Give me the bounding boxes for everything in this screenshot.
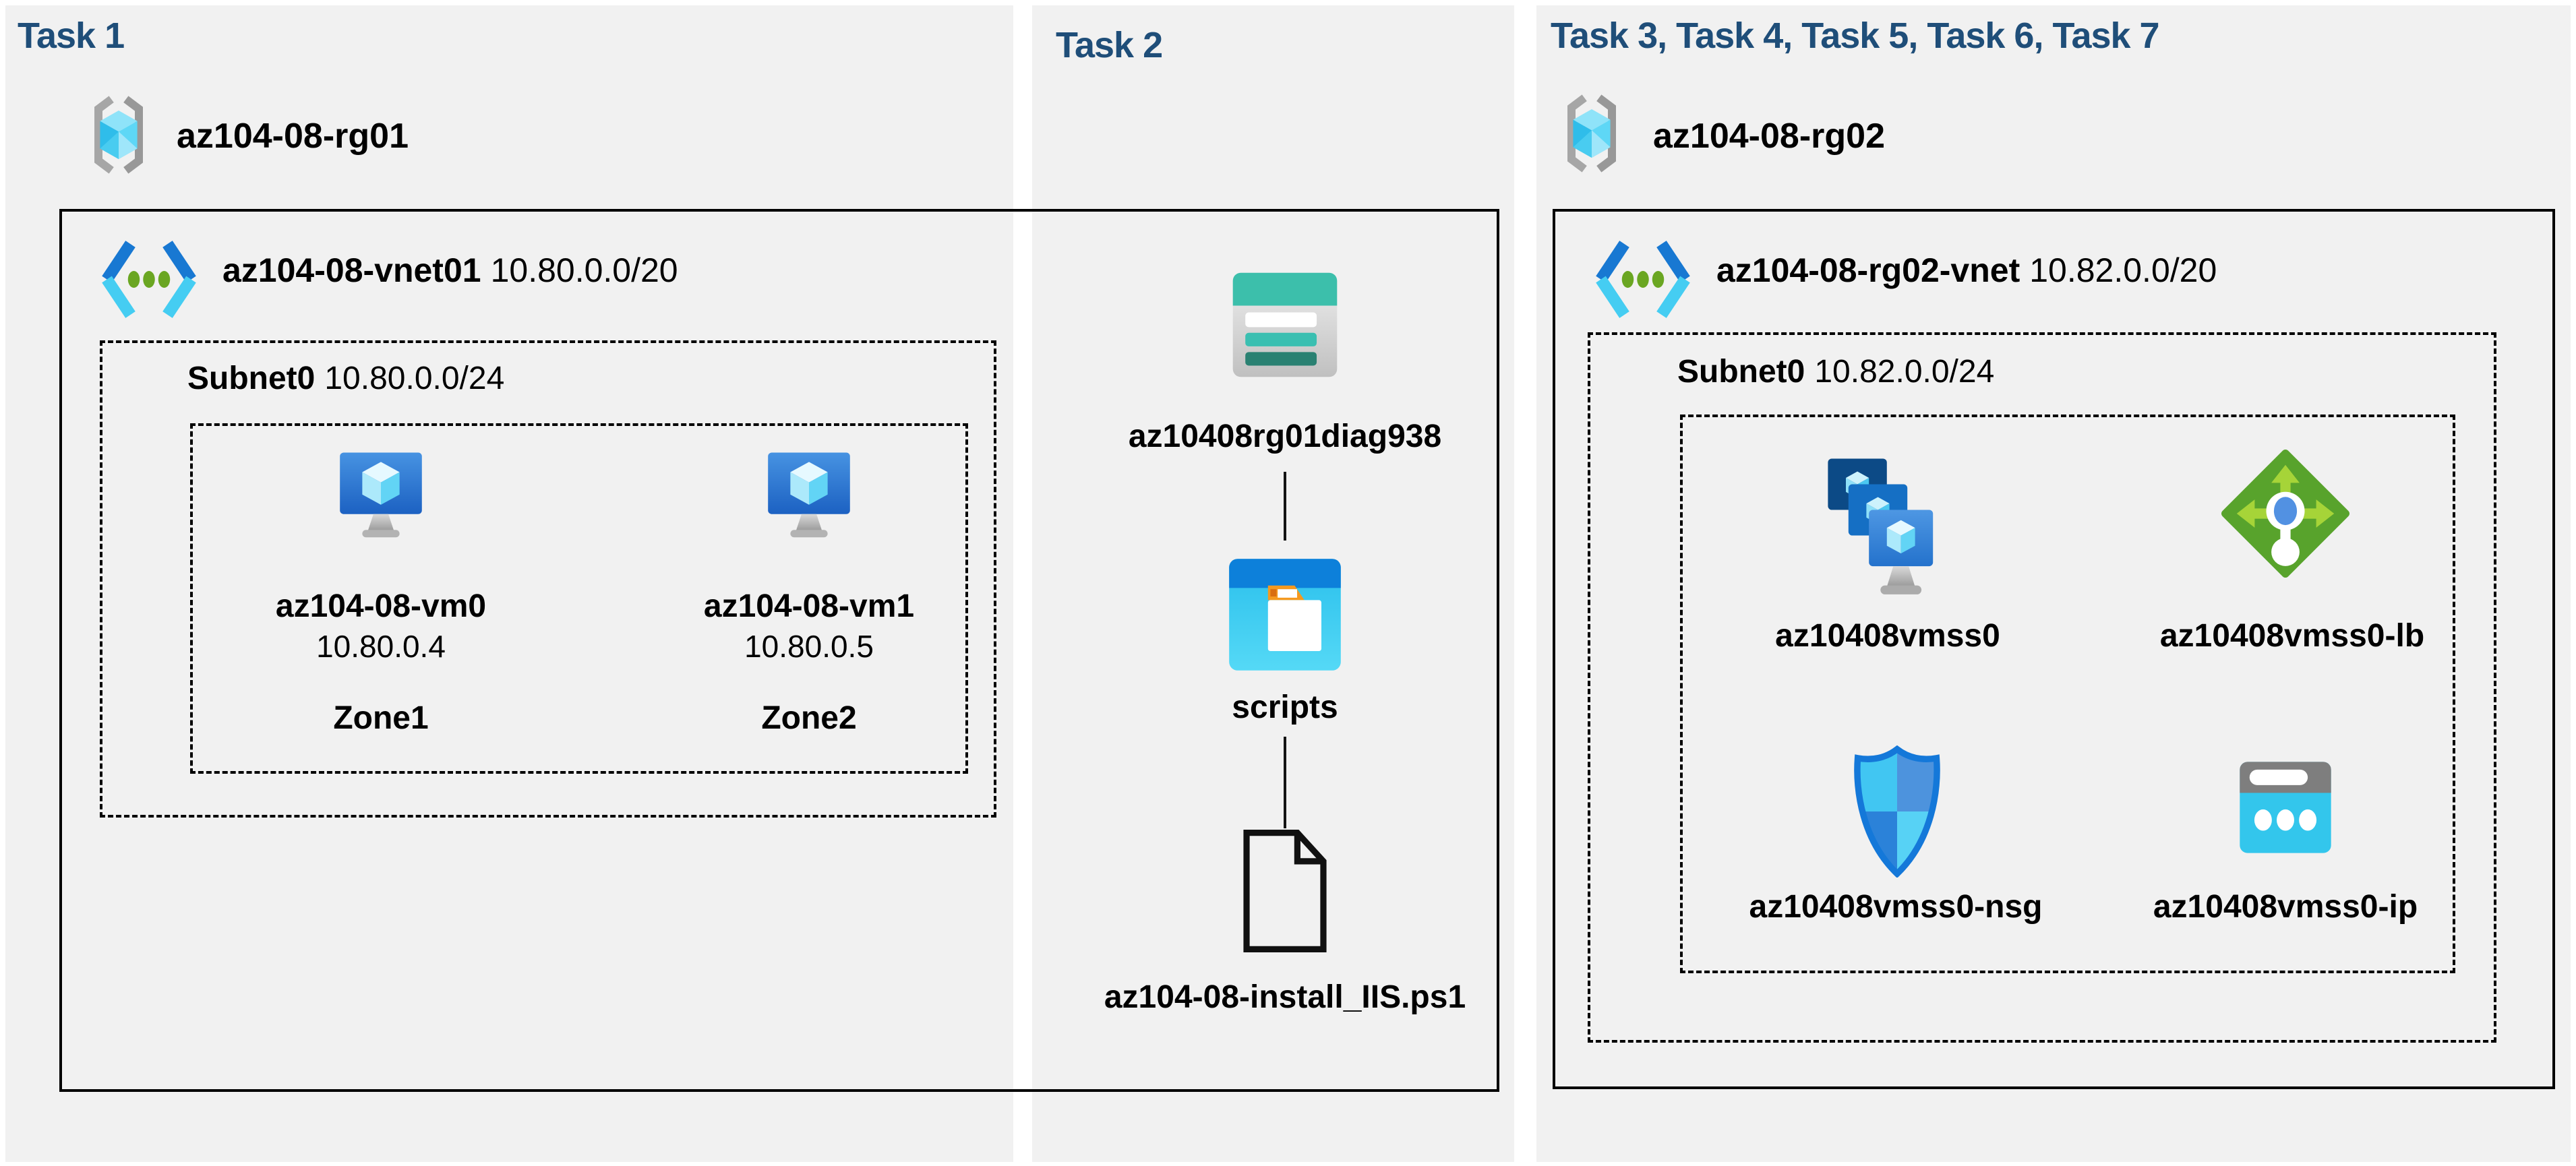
- subnet0-right-cidr: 10.82.0.0/24: [1814, 354, 1995, 390]
- vm0-ip: 10.80.0.4: [316, 629, 446, 664]
- script-file-label: az104-08-install_IIS.ps1: [1104, 979, 1466, 1015]
- task3-panel: [1536, 5, 2571, 1162]
- virtual-network-icon: [1592, 237, 1694, 321]
- blob-container-icon: [1224, 553, 1346, 677]
- rg02-vnet-cidr: 10.82.0.0/20: [2029, 251, 2217, 289]
- connector-container-to-file: [1284, 737, 1286, 828]
- vm1-ip: 10.80.0.5: [744, 629, 874, 664]
- public-ip-icon: [2237, 759, 2334, 856]
- vmss-resources-box: [1680, 415, 2455, 973]
- rg02-boundary-box: [1553, 209, 2555, 1089]
- file-icon: [1239, 829, 1331, 953]
- vm1-name: az104-08-vm1: [703, 588, 915, 624]
- vm1-zone: Zone2: [761, 700, 857, 736]
- resource-group-icon: [1559, 93, 1624, 174]
- vnet01-name: az104-08-vnet01: [222, 251, 481, 289]
- vm0-name: az104-08-vm0: [275, 588, 487, 624]
- load-balancer-icon: [2221, 450, 2349, 578]
- lb-label: az10408vmss0-lb: [2159, 618, 2425, 654]
- subnet0-left-cidr: 10.80.0.0/24: [324, 361, 505, 396]
- task1-title: Task 1: [18, 16, 125, 56]
- nsg-icon: [1853, 745, 1942, 878]
- virtual-machine-icon: [762, 449, 856, 551]
- resource-group-icon: [86, 94, 151, 175]
- rg02-vnet-name: az104-08-rg02-vnet: [1716, 251, 2020, 289]
- container-label: scripts: [1232, 689, 1338, 725]
- rg01-boundary-box: [59, 209, 1499, 1092]
- vm0-zone: Zone1: [333, 700, 429, 736]
- vnet01-cidr: 10.80.0.0/20: [490, 251, 678, 289]
- vmss-label: az10408vmss0: [1775, 618, 2000, 654]
- connector-storage-to-container: [1284, 472, 1286, 541]
- storage-account-label: az10408rg01diag938: [1128, 419, 1442, 454]
- task1-panel: [5, 5, 1013, 1162]
- vm-zone-box: [190, 423, 968, 774]
- subnet0-left-box: [100, 340, 996, 818]
- subnet0-left-name: Subnet0: [187, 361, 316, 396]
- virtual-machine-icon: [334, 449, 428, 551]
- subnet0-right-box: [1588, 332, 2496, 1043]
- virtual-network-icon: [98, 237, 200, 321]
- public-ip-label: az10408vmss0-ip: [2153, 889, 2418, 925]
- task2-title: Task 2: [1056, 25, 1163, 65]
- task3-title: Task 3, Task 4, Task 5, Task 6, Task 7: [1551, 16, 2160, 56]
- rg01-label: az104-08-rg01: [177, 117, 409, 156]
- rg02-label: az104-08-rg02: [1653, 117, 1885, 156]
- nsg-label: az10408vmss0-nsg: [1749, 889, 2043, 925]
- vm-scale-set-icon: [1820, 453, 1948, 605]
- storage-account-icon: [1227, 268, 1343, 381]
- subnet0-right-name: Subnet0: [1677, 354, 1805, 390]
